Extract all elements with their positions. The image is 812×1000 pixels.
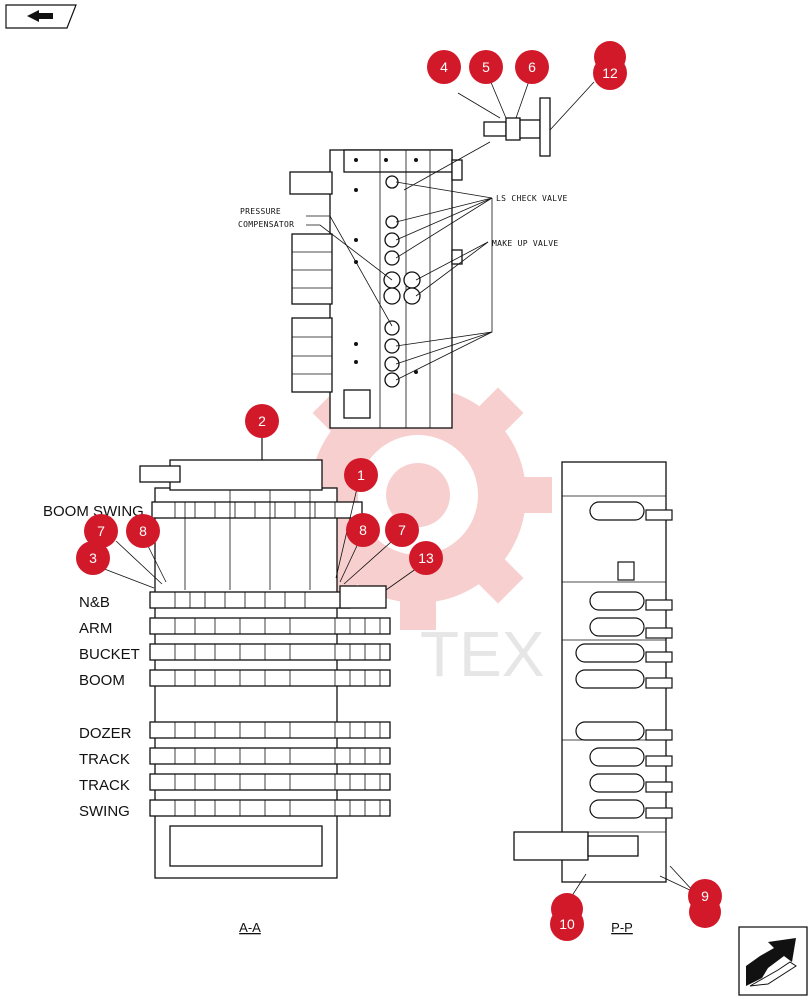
svg-text:9: 9 [701,888,709,904]
callout-2[interactable]: 2 [245,404,279,438]
ls-check-valve-label: LS CHECK VALVE [496,194,568,203]
section-label-swing: SWING [79,803,130,820]
pressure-compensator-label-2: COMPENSATOR [238,220,294,229]
make-up-valve-label: MAKE UP VALVE [492,239,559,248]
callout-1[interactable]: 1 [344,458,378,492]
check-valve-detail [457,77,595,157]
callout-3[interactable]: 3 [76,541,110,575]
callout-8-right[interactable]: 8 [346,513,380,547]
section-label-bucket: BUCKET [79,646,140,663]
watermark-text: TEX [420,618,544,690]
svg-text:7: 7 [398,522,406,538]
section-pp-label: P-P [611,920,633,935]
callout-7-left[interactable]: 7 [84,514,118,548]
callout-4[interactable]: 4 [427,50,461,84]
forward-arrow-button[interactable] [738,926,808,996]
pressure-compensator-label-1: PRESSURE [240,207,281,216]
section-label-track-1: TRACK [79,751,130,768]
section-label-boom: BOOM [79,672,125,689]
svg-text:8: 8 [139,523,147,539]
callout-13[interactable]: 13 [409,541,443,575]
svg-text:7: 7 [97,523,105,539]
section-label-boom-swing: BOOM SWING [43,503,144,520]
svg-text:3: 3 [89,550,97,566]
callout-7-right[interactable]: 7 [385,513,419,547]
back-arrow-icon [5,4,77,29]
callout-badges: 4 5 6 12 2 1 7 8 3 8 7 13 9 10 [76,41,722,941]
svg-text:13: 13 [418,550,434,566]
callout-10[interactable]: 10 [550,893,584,941]
callout-12[interactable]: 12 [593,41,627,90]
svg-text:4: 4 [440,59,448,75]
section-label-nb: N&B [79,594,110,611]
callout-9[interactable]: 9 [688,879,722,928]
svg-text:2: 2 [258,413,266,429]
svg-text:5: 5 [482,59,490,75]
svg-text:6: 6 [528,59,536,75]
callout-6[interactable]: 6 [515,50,549,84]
svg-text:1: 1 [357,467,365,483]
svg-text:12: 12 [602,65,618,81]
top-valve-view [289,141,493,429]
section-aa-view [93,436,421,879]
back-arrow-button[interactable] [5,4,77,29]
svg-text:8: 8 [359,522,367,538]
forward-arrow-icon [738,926,808,996]
section-aa-label: A-A [239,920,261,935]
callout-5[interactable]: 5 [469,50,503,84]
callout-8-left[interactable]: 8 [126,514,160,548]
section-pp-view [513,461,695,903]
section-label-track-2: TRACK [79,777,130,794]
section-label-arm: ARM [79,620,112,637]
svg-text:10: 10 [559,916,575,932]
section-label-dozer: DOZER [79,725,132,742]
